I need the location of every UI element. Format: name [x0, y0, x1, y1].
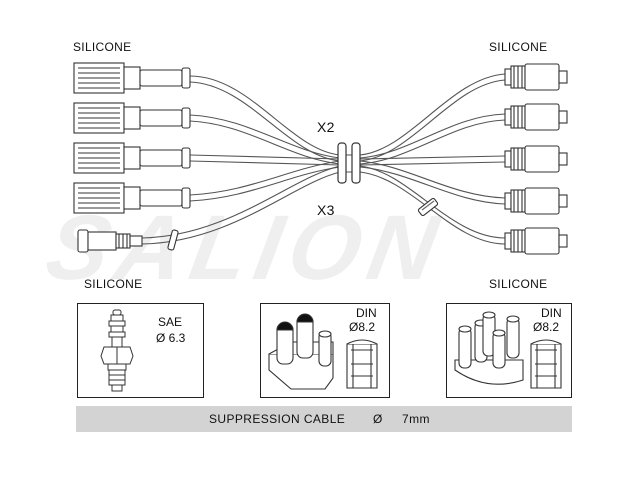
suppression-cable-bar: SUPPRESSION CABLE Ø 7mm [76, 406, 572, 432]
label-silicone-bottom-right: SILICONE [489, 277, 548, 291]
left-boot-4 [73, 182, 191, 214]
small-clip-left [167, 229, 179, 251]
left-boot-3 [73, 142, 191, 174]
distributor-towers-icon [454, 311, 562, 389]
panel-din-1: DIN Ø8.2 [260, 303, 390, 398]
left-boot-1 [73, 62, 191, 94]
cable-1-left [189, 75, 341, 162]
right-connector-5 [504, 227, 568, 255]
left-boot-2 [73, 102, 191, 134]
right-connector-4 [504, 187, 568, 215]
panel-din-2-standard: DIN [541, 306, 562, 320]
right-connector-1 [504, 63, 568, 91]
left-boots [73, 62, 191, 253]
right-connectors [504, 63, 568, 255]
panel-din-1-standard: DIN [356, 306, 377, 320]
panel-din-2-diameter: Ø8.2 [533, 320, 560, 334]
small-clip-right [417, 197, 439, 217]
label-x3: X3 [317, 202, 335, 218]
cable-1-right [359, 73, 506, 162]
cable-3-left [189, 154, 341, 166]
label-x2: X2 [317, 119, 335, 135]
cable-4-right [359, 160, 506, 205]
label-silicone-bottom-left: SILICONE [84, 277, 143, 291]
panel-sae-standard: SAE [158, 315, 183, 329]
panel-sae: SAE Ø 6.3 [77, 303, 204, 398]
cable-2-right [359, 113, 506, 165]
footer-text: SUPPRESSION CABLE [209, 412, 346, 426]
center-clip-left [337, 142, 347, 184]
panel-din-2: DIN Ø8.2 [446, 303, 572, 398]
spark-plug-icon [100, 309, 134, 392]
right-connector-3 [504, 145, 568, 173]
panel-sae-diameter: Ø 6.3 [156, 331, 186, 345]
diameter-symbol: Ø [373, 412, 383, 426]
left-coil-connector [77, 229, 143, 253]
cable-2-left [189, 114, 341, 165]
panel-din-1-diameter: Ø8.2 [349, 320, 376, 334]
cable-4-left [189, 160, 341, 202]
label-silicone-top-right: SILICONE [489, 40, 548, 54]
right-connector-2 [504, 103, 568, 131]
cable-size: 7mm [402, 412, 430, 426]
distributor-cap-icon [268, 313, 378, 390]
center-clip-right [351, 142, 361, 184]
label-silicone-top-left: SILICONE [73, 40, 132, 54]
cable-3-right [359, 155, 506, 166]
